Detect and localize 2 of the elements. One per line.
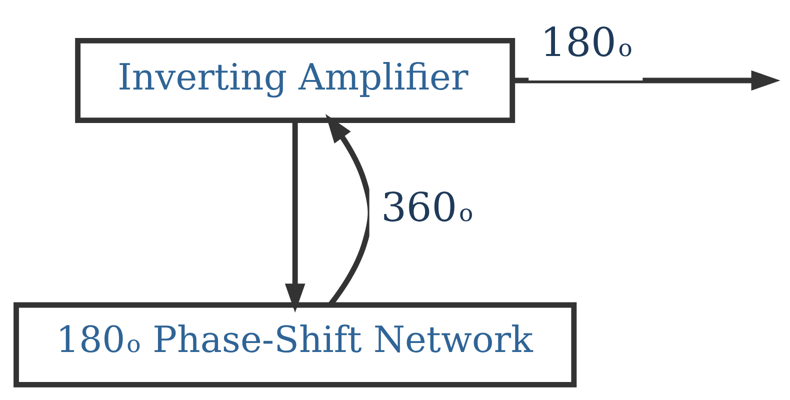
edge-label: 180o	[540, 20, 632, 66]
edge-label: 360o	[381, 185, 474, 232]
